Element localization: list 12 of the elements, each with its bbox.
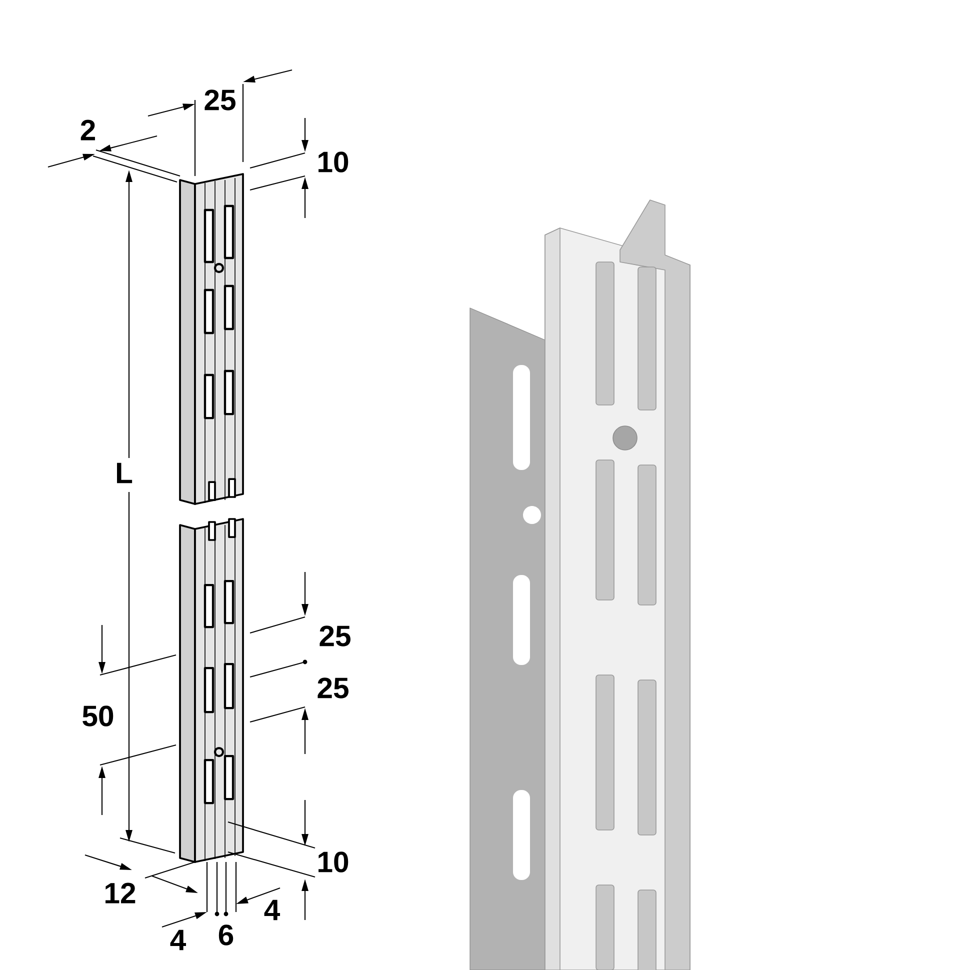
dimension-label: 25 <box>320 626 350 646</box>
dimension-label: L <box>117 462 132 484</box>
dimension-label: 50 <box>82 706 114 726</box>
dimension-label: 4 <box>264 900 280 920</box>
dimension-label: 25 <box>318 678 348 698</box>
dimension-label: 10 <box>318 852 348 872</box>
dimension-label: 10 <box>318 152 348 172</box>
dimension-label: 6 <box>218 924 234 946</box>
dimension-label: 12 <box>106 882 136 904</box>
dimension-label: 25 <box>204 90 236 110</box>
dimension-label: 2 <box>80 120 95 140</box>
dimension-label: 4 <box>170 930 186 950</box>
